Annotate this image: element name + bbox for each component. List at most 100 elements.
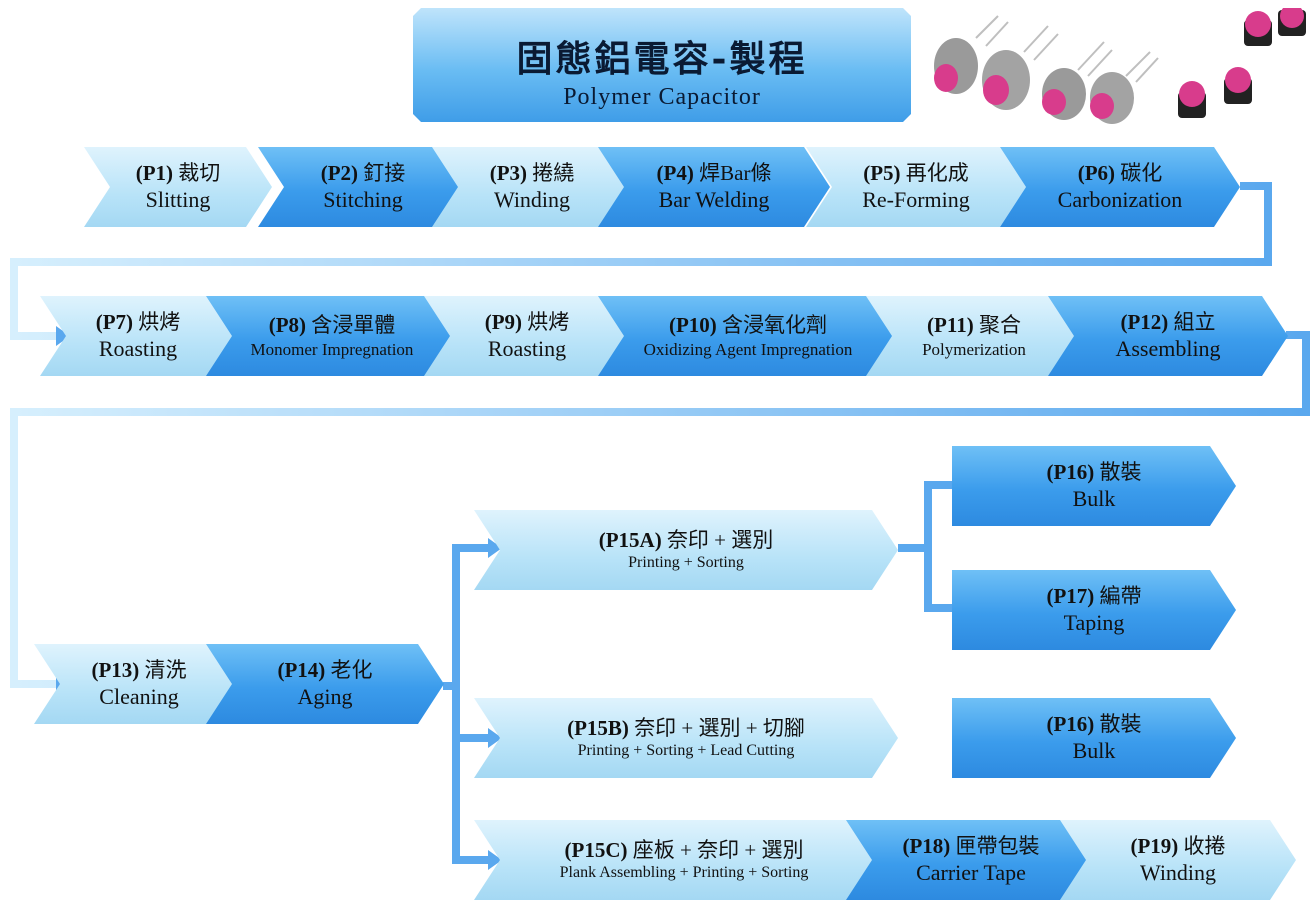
- connector-p14-branch: [443, 544, 488, 690]
- step-en: Assembling: [1115, 336, 1221, 362]
- step-code: (P16): [1046, 712, 1095, 737]
- step-zh: 捲繞: [532, 161, 575, 186]
- step-p13: (P13) 清洗 Cleaning: [34, 644, 244, 724]
- step-p9: (P9) 烘烤 Roasting: [424, 296, 630, 376]
- step-p14: (P14) 老化 Aging: [206, 644, 444, 724]
- step-zh: 收捲: [1183, 834, 1226, 859]
- step-en: Carrier Tape: [916, 860, 1026, 886]
- step-en: Bar Welding: [658, 187, 770, 213]
- step-code: (P8): [268, 313, 307, 338]
- step-p11: (P11) 聚合 Polymerization: [866, 296, 1082, 376]
- connector-p15a-p17: [924, 548, 960, 612]
- step-en: Re-Forming: [862, 187, 970, 213]
- step-code: (P7): [95, 310, 134, 335]
- step-zh: 組立: [1173, 310, 1216, 335]
- step-p16-bulk-b: (P16) 散裝 Bulk: [952, 698, 1236, 778]
- step-code: (P18): [902, 834, 951, 859]
- step-zh: 再化成: [905, 161, 969, 186]
- step-code: (P15A): [598, 527, 662, 552]
- step-p16-bulk-a: (P16) 散裝 Bulk: [952, 446, 1236, 526]
- step-zh: 座板 + 奈印 + 選別: [632, 837, 804, 862]
- step-zh: 編帶: [1099, 584, 1142, 609]
- title-chinese: 固態鋁電容-製程: [516, 38, 808, 80]
- title-english: Polymer Capacitor: [563, 84, 761, 110]
- step-p2: (P2) 釘接 Stitching: [258, 147, 468, 227]
- step-en: Carbonization: [1057, 187, 1183, 213]
- step-en: Printing + Sorting: [628, 554, 744, 572]
- step-en: Printing + Sorting + Lead Cutting: [577, 742, 795, 760]
- step-p15a: (P15A) 奈印 + 選別 Printing + Sorting: [474, 510, 898, 590]
- step-zh: 釘接: [363, 161, 406, 186]
- connector-row2-row3: [10, 331, 1310, 688]
- step-en: Winding: [1139, 860, 1217, 886]
- step-p17: (P17) 編帶 Taping: [952, 570, 1236, 650]
- step-code: (P17): [1046, 584, 1095, 609]
- step-code: (P6): [1077, 161, 1116, 186]
- step-p1: (P1) 裁切 Slitting: [84, 147, 272, 227]
- step-en: Winding: [493, 187, 571, 213]
- step-zh: 奈印 + 選別: [666, 527, 774, 552]
- step-en: Polymerization: [922, 339, 1026, 359]
- step-en: Bulk: [1072, 738, 1116, 764]
- step-code: (P11): [927, 313, 974, 338]
- step-p7: (P7) 烘烤 Roasting: [40, 296, 236, 376]
- step-en: Slitting: [145, 187, 211, 213]
- step-en: Stitching: [323, 187, 403, 213]
- step-zh: 奈印 + 選別 + 切腳: [634, 715, 805, 740]
- step-p4: (P4) 焊Bar條 Bar Welding: [598, 147, 830, 227]
- step-zh: 匣帶包裝: [955, 834, 1040, 859]
- step-p19: (P19) 收捲 Winding: [1060, 820, 1296, 900]
- step-zh: 含浸氧化劑: [722, 313, 828, 338]
- step-zh: 清洗: [144, 658, 187, 683]
- step-code: (P14): [277, 658, 326, 683]
- step-p18: (P18) 匣帶包裝 Carrier Tape: [846, 820, 1096, 900]
- step-code: (P19): [1130, 834, 1179, 859]
- step-code: (P15B): [567, 715, 629, 740]
- step-code: (P1): [135, 161, 174, 186]
- step-p5: (P5) 再化成 Re-Forming: [806, 147, 1026, 227]
- step-zh: 散裝: [1099, 712, 1142, 737]
- step-code: (P3): [489, 161, 528, 186]
- step-p8: (P8) 含浸單體 Monomer Impregnation: [206, 296, 458, 376]
- step-zh: 老化: [330, 658, 373, 683]
- step-en: Monomer Impregnation: [250, 339, 414, 359]
- step-code: (P2): [320, 161, 359, 186]
- step-en: Roasting: [487, 336, 567, 362]
- step-en: Bulk: [1072, 486, 1116, 512]
- step-en: Aging: [297, 684, 353, 710]
- step-code: (P5): [863, 161, 901, 186]
- step-p15b: (P15B) 奈印 + 選別 + 切腳 Printing + Sorting +…: [474, 698, 898, 778]
- step-zh: 散裝: [1099, 460, 1142, 485]
- step-zh: 烘烤: [138, 310, 181, 335]
- step-p15c: (P15C) 座板 + 奈印 + 選別 Plank Assembling + P…: [474, 820, 894, 900]
- connector-p15a-branch: [898, 481, 960, 552]
- capacitor-images: [934, 8, 1306, 124]
- step-zh: 碳化: [1120, 161, 1163, 186]
- connector-row1-row2: [10, 182, 1272, 340]
- step-p3: (P3) 捲繞 Winding: [432, 147, 632, 227]
- step-code: (P15C): [564, 837, 628, 862]
- step-zh: 聚合: [978, 313, 1021, 338]
- step-code: (P12): [1120, 310, 1169, 335]
- step-code: (P10): [668, 313, 717, 338]
- step-p12: (P12) 組立 Assembling: [1048, 296, 1288, 376]
- step-code: (P13): [91, 658, 140, 683]
- step-en: Taping: [1063, 610, 1125, 636]
- step-zh: 烘烤: [527, 310, 570, 335]
- step-en: Cleaning: [99, 684, 179, 710]
- step-zh: 含浸單體: [311, 313, 396, 338]
- step-en: Oxidizing Agent Impregnation: [643, 339, 853, 359]
- step-en: Roasting: [98, 336, 178, 362]
- step-code: (P16): [1046, 460, 1095, 485]
- step-code: (P4): [656, 161, 694, 186]
- step-p10: (P10) 含浸氧化劑 Oxidizing Agent Impregnation: [598, 296, 898, 376]
- connector-p14-c: [452, 738, 488, 864]
- step-en: Plank Assembling + Printing + Sorting: [559, 864, 809, 882]
- step-zh: 裁切: [178, 161, 221, 186]
- title-banner: 固態鋁電容-製程 Polymer Capacitor: [413, 8, 911, 122]
- step-p6: (P6) 碳化 Carbonization: [1000, 147, 1240, 227]
- step-zh: 焊Bar條: [699, 161, 772, 186]
- step-code: (P9): [484, 310, 523, 335]
